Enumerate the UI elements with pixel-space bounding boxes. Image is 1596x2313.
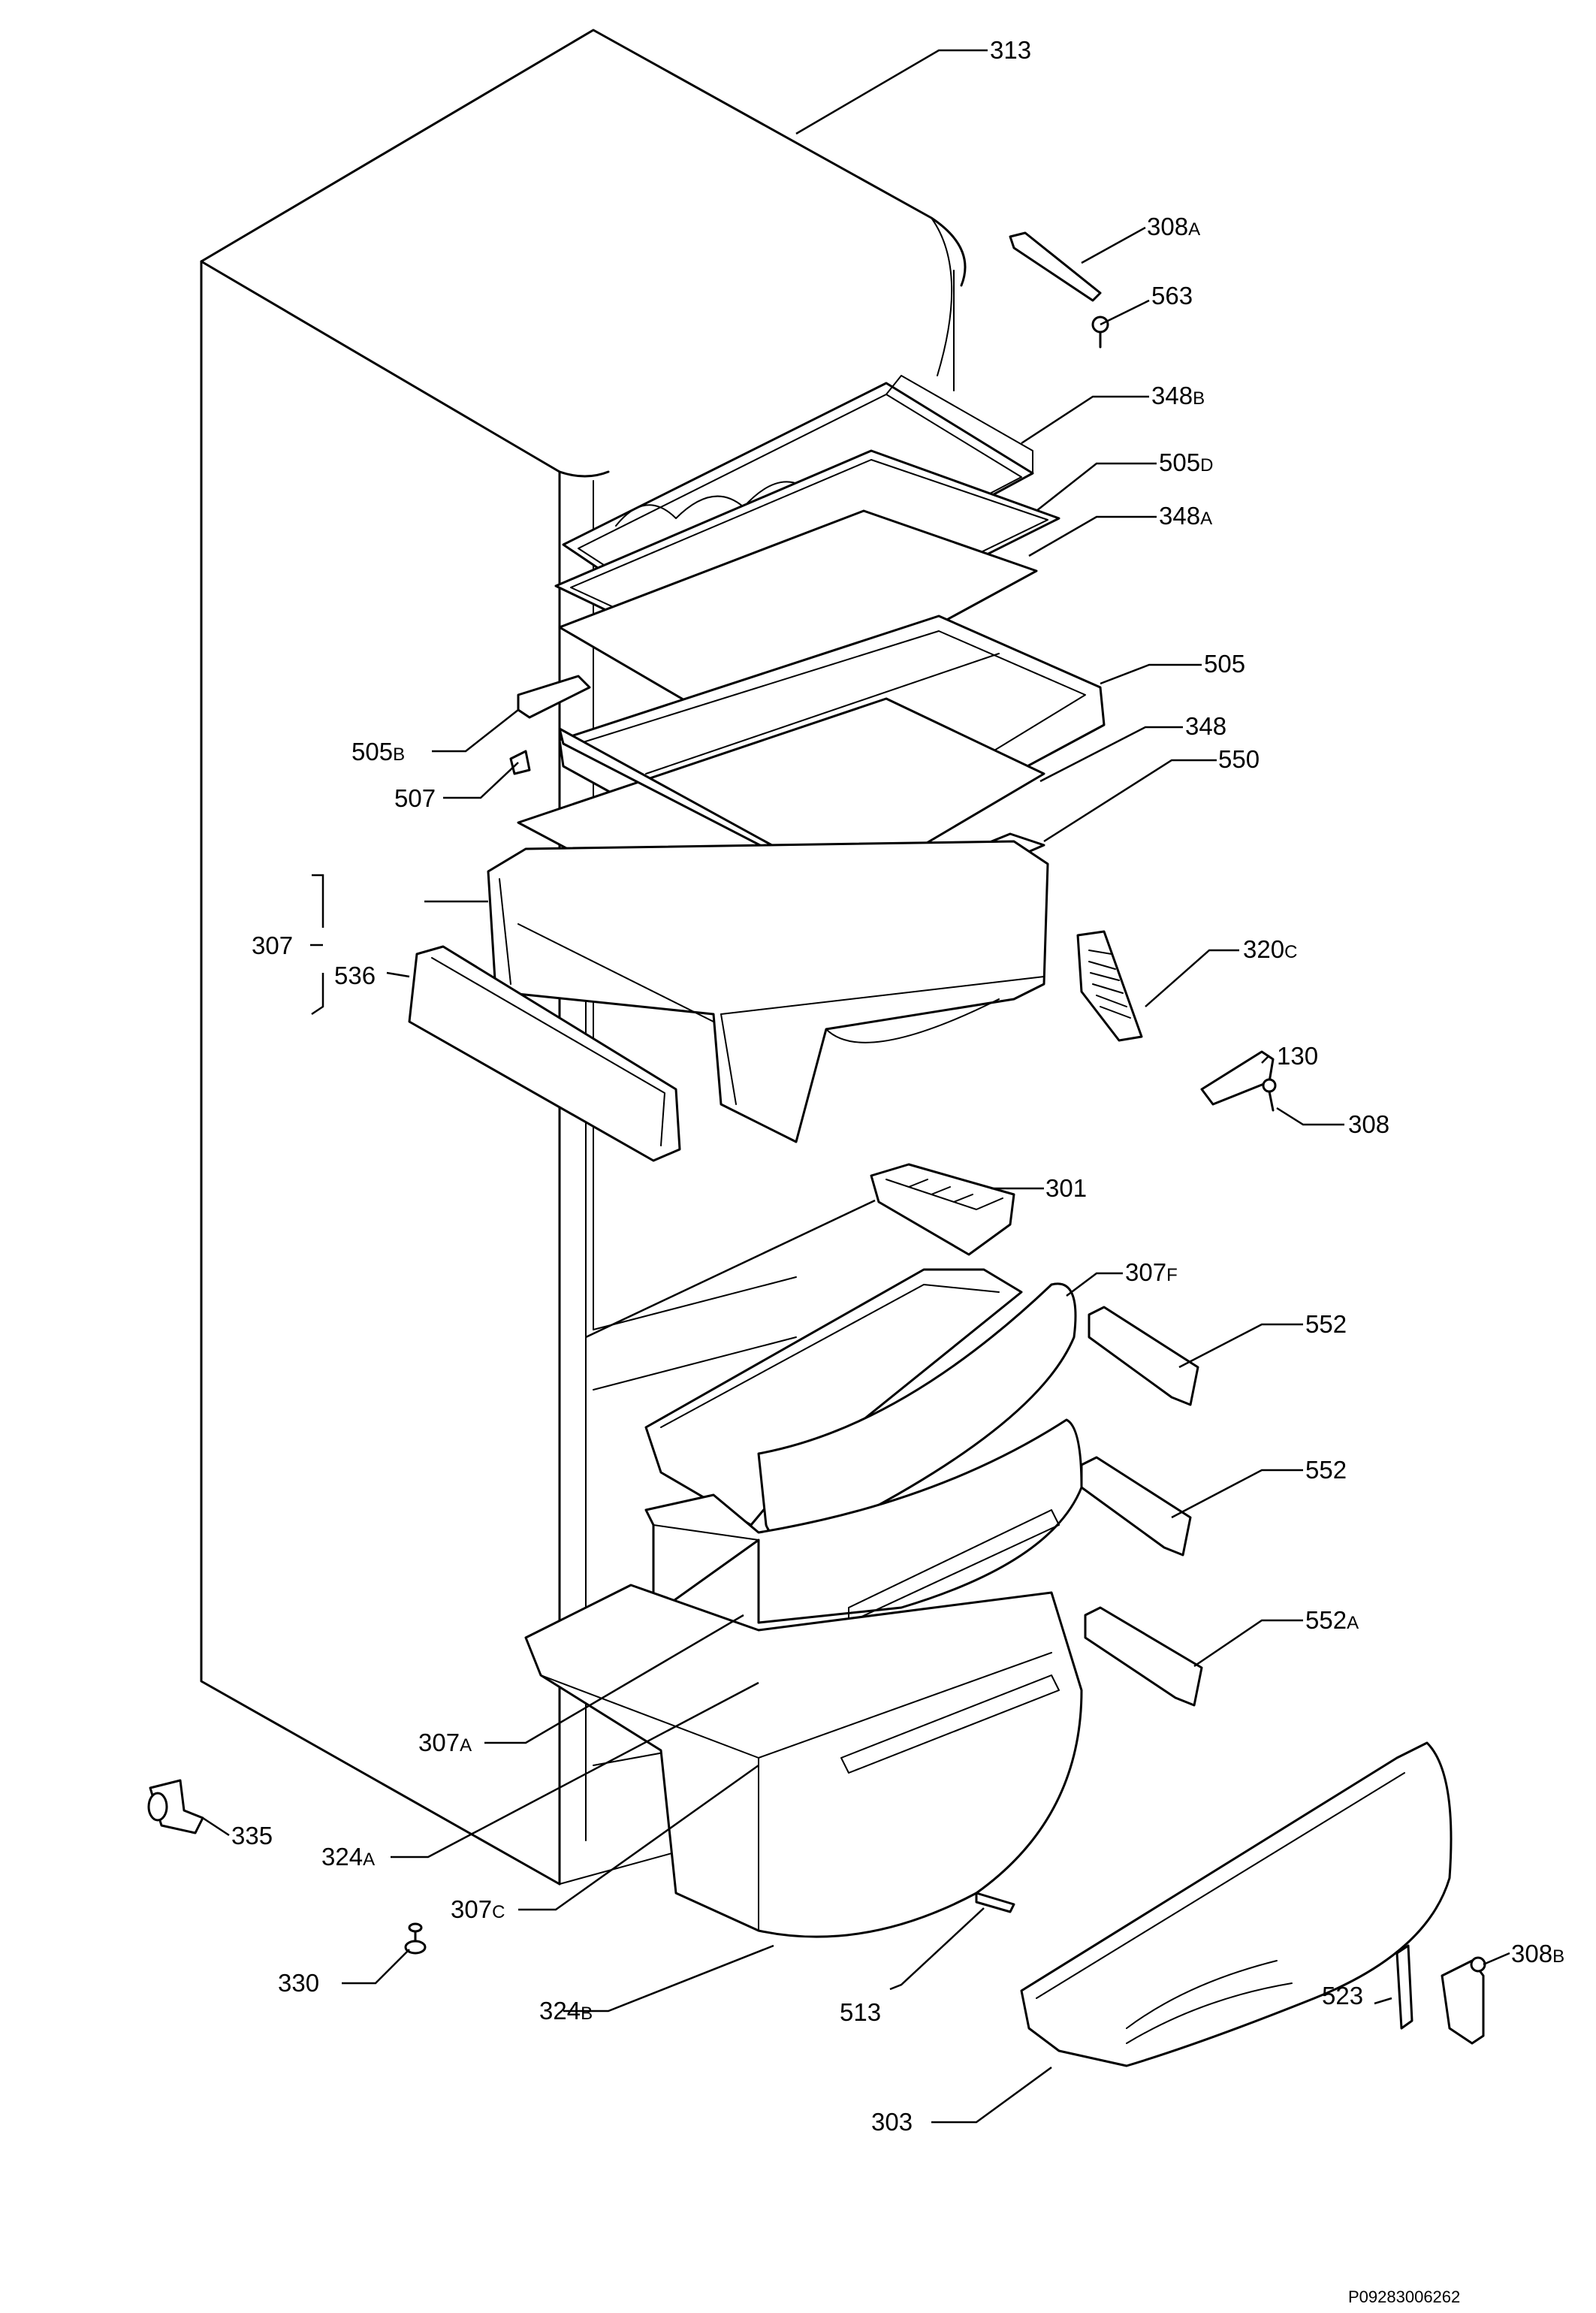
label-308a: 308A (1147, 213, 1200, 240)
clip-513 (975, 1892, 1015, 1913)
label-308: 308 (1348, 1110, 1389, 1138)
foot-bracket-335 (147, 1779, 204, 1834)
label-536: 536 (334, 962, 376, 989)
label-130: 130 (1277, 1042, 1318, 1070)
label-308b: 308B (1511, 1940, 1564, 1967)
plinth-cover-303 (1020, 1741, 1453, 2067)
label-307a: 307A (418, 1729, 472, 1756)
label-335: 335 (231, 1822, 273, 1849)
label-523: 523 (1322, 1982, 1363, 2010)
label-507: 507 (394, 784, 436, 812)
label-307f: 307F (1125, 1258, 1178, 1286)
drawer-tray-upper (644, 1268, 1023, 1526)
label-552-middle: 552 (1305, 1456, 1347, 1484)
label-513: 513 (840, 1998, 881, 2026)
label-348a: 348A (1159, 502, 1212, 530)
shelf-bracket-505b (517, 675, 591, 719)
glass-plate-348a (558, 509, 1038, 734)
label-552-upper: 552 (1305, 1310, 1347, 1338)
label-307c: 307C (451, 1895, 505, 1923)
label-324a: 324A (321, 1843, 375, 1871)
label-303: 303 (871, 2108, 913, 2136)
drawer-rail-552-middle (1080, 1456, 1192, 1557)
drawer-324b (524, 1584, 1083, 1938)
label-330: 330 (278, 1969, 319, 1997)
ice-cube-tray-301 (870, 1163, 1015, 1256)
label-563: 563 (1151, 282, 1193, 310)
label-307: 307 (252, 932, 293, 959)
hinge-pin-308a (1009, 231, 1102, 302)
leader-lines (202, 49, 1510, 2124)
label-313: 313 (990, 36, 1031, 64)
vent-grille-320c (1076, 930, 1143, 1042)
clip-507 (509, 750, 531, 775)
bracket-523 (1395, 1944, 1413, 2030)
drawer-rail-552a (1084, 1606, 1203, 1707)
label-505b: 505B (351, 738, 405, 765)
label-301: 301 (1045, 1174, 1087, 1202)
adjustable-foot-330 (404, 1922, 427, 1955)
label-505d: 505D (1159, 448, 1213, 476)
flap-536 (408, 945, 681, 1162)
freezer-compartment-307 (487, 840, 1049, 1143)
part-labels: 313 308A 563 348B 505D 348A 505 505B 348… (231, 36, 1564, 2136)
label-348: 348 (1185, 712, 1226, 740)
drawer-rail-552-upper (1088, 1306, 1199, 1406)
hinge-130 (1200, 1050, 1277, 1112)
hinge-308b (1441, 1956, 1486, 2045)
label-552a: 552A (1305, 1606, 1359, 1634)
label-505: 505 (1204, 650, 1245, 678)
label-320c: 320C (1243, 935, 1297, 963)
label-550: 550 (1218, 745, 1260, 773)
label-324b: 324B (539, 1997, 593, 2025)
label-348b: 348B (1151, 382, 1205, 409)
reference-code: P09283006262 (1348, 2287, 1460, 2306)
